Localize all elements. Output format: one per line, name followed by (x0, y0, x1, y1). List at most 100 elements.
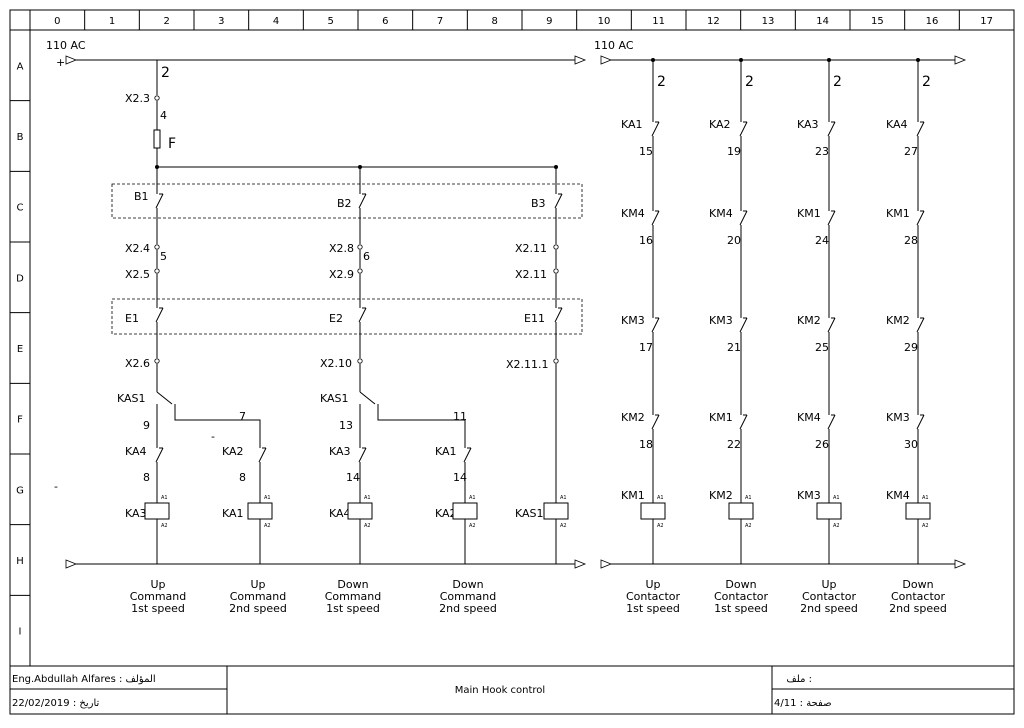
terminal-point (154, 95, 160, 101)
column-label: 16 (926, 16, 939, 27)
coil-pin-label: A1 (161, 495, 168, 501)
contact-label: KM4 (621, 207, 645, 220)
contactor-contact (916, 317, 925, 333)
contact-label: KM4 (709, 207, 733, 220)
switch-label-b1: B1 (134, 190, 149, 203)
wire-label: 8 (143, 471, 150, 484)
contact-label: KM4 (797, 411, 821, 424)
contactor-contact (827, 210, 836, 226)
contact-label: KM1 (709, 411, 733, 424)
contactor-contact (739, 414, 748, 430)
branch-caption: Command (440, 590, 497, 603)
branch-caption: Contactor (891, 590, 946, 603)
wire-label: 20 (727, 234, 741, 247)
wire (377, 404, 466, 440)
wire-label: 30 (904, 438, 918, 451)
kas-contact-blade (156, 391, 173, 405)
limit-switch-contact (554, 307, 563, 323)
rail-arrow (954, 55, 967, 65)
branch-caption: Down (452, 578, 483, 591)
row-label: D (16, 273, 24, 284)
pushbutton-contact (554, 193, 563, 209)
coil-pin-label: A1 (264, 495, 271, 501)
interlock-contact (358, 447, 367, 463)
wire-label: 23 (815, 145, 829, 158)
coil-pin-label: A2 (469, 523, 476, 529)
kas-contact-label: KAS1 (117, 392, 146, 405)
interlock-label: KA1 (435, 445, 457, 458)
coil (144, 502, 170, 520)
wire-label: 8 (239, 471, 246, 484)
coil-pin-label: A2 (264, 523, 271, 529)
wire-label: 2 (657, 74, 666, 90)
row-label: E (17, 344, 23, 355)
wire-label: 4 (160, 109, 167, 122)
junction-dot (554, 165, 558, 169)
coil-label: KM1 (621, 489, 645, 502)
row-label: H (16, 556, 24, 567)
contact-label: KM1 (797, 207, 821, 220)
sheet-border (9, 9, 1015, 715)
row-label: G (16, 485, 24, 496)
author-field: Eng.Abdullah Alfares : المؤلف (12, 674, 156, 685)
contactor-contact (651, 317, 660, 333)
contact-label: KA2 (709, 118, 731, 131)
pushbutton-contact (358, 193, 367, 209)
wire-label: 13 (339, 419, 353, 432)
rail-arrow (600, 55, 613, 65)
wire-label: 28 (904, 234, 918, 247)
limit-switch-contact (358, 307, 367, 323)
column-label: 12 (707, 16, 720, 27)
wire (174, 404, 261, 440)
contact-label: KM2 (797, 314, 821, 327)
branch-caption: 2nd speed (800, 602, 858, 615)
terminal-label: X2.8 (329, 242, 354, 255)
branch-caption: 2nd speed (889, 602, 947, 615)
interlock-label: KA3 (329, 445, 351, 458)
branch-caption: Command (230, 590, 287, 603)
wire-label: 2 (161, 65, 170, 81)
coil-pin-label: A1 (745, 495, 752, 501)
contact-label: KA1 (621, 118, 643, 131)
wire-label: 14 (453, 471, 467, 484)
contactor-contact (916, 121, 925, 137)
drawing-title: Main Hook control (455, 685, 545, 696)
coil-pin-label: A2 (560, 523, 567, 529)
title-block: Eng.Abdullah Alfares : المؤلف 22/02/2019… (10, 666, 1014, 714)
contactor-contact (739, 121, 748, 137)
wire-label: 5 (160, 250, 167, 263)
column-label: 1 (109, 16, 115, 27)
coil-pin-label: A1 (469, 495, 476, 501)
terminal-point (154, 268, 160, 274)
wire-label: 22 (727, 438, 741, 451)
terminal-label: X2.11.1 (506, 358, 549, 371)
column-label: 14 (816, 16, 829, 27)
rail-arrow (574, 559, 587, 569)
column-label: 9 (546, 16, 552, 27)
contactor-contact (916, 210, 925, 226)
rail-arrow (574, 55, 587, 65)
coil-pin-label: A2 (745, 523, 752, 529)
wire-label: 14 (346, 471, 360, 484)
fuse-label: F (168, 136, 176, 152)
supply-label-right: 110 AC (594, 39, 634, 52)
coil (905, 502, 931, 520)
rail-arrow (65, 559, 78, 569)
wire-label: 2 (922, 74, 931, 90)
branch-caption: Down (902, 578, 933, 591)
terminal-label: X2.11 (515, 268, 547, 281)
column-label: 8 (491, 16, 497, 27)
terminal-label: X2.9 (329, 268, 354, 281)
coil (452, 502, 478, 520)
contact-label: KM2 (621, 411, 645, 424)
terminal-point (154, 358, 160, 364)
column-label: 15 (871, 16, 884, 27)
terminal-label: X2.3 (125, 92, 150, 105)
wire-label: 6 (363, 250, 370, 263)
wire-label: 9 (143, 419, 150, 432)
pushbutton-group-b (111, 183, 583, 219)
wire-label: 7 (239, 410, 246, 423)
